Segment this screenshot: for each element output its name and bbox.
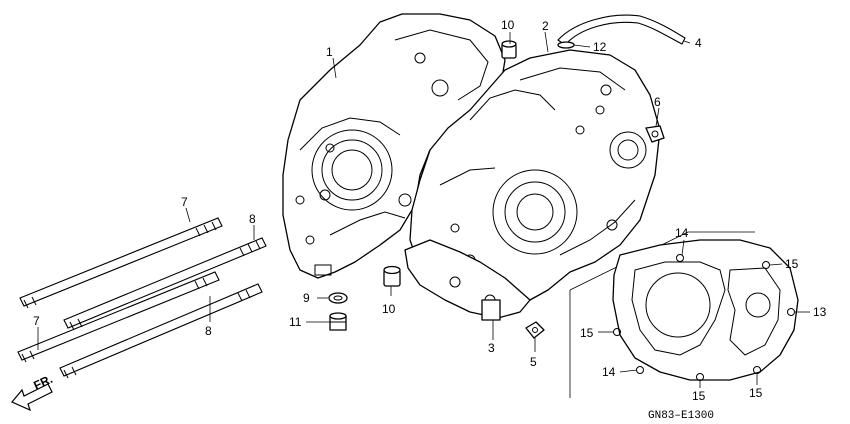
callout-14-upper: 14 (675, 226, 689, 240)
callout-2: 2 (542, 19, 549, 33)
diagram-code: GN83–E1300 (648, 410, 714, 422)
callout-11: 11 (289, 315, 302, 329)
sealing-washer (328, 292, 348, 304)
lower-plate (404, 239, 531, 321)
callout-7-upper: 7 (181, 195, 188, 209)
callout-9: 9 (303, 291, 310, 305)
inset-divider (569, 231, 755, 398)
drain-bolt (329, 312, 347, 331)
callout-15-left: 15 (580, 326, 594, 340)
right-crankcase (409, 49, 661, 301)
oil-seal-fitting (645, 125, 665, 143)
callout-3: 3 (488, 341, 495, 355)
callout-1: 1 (326, 45, 333, 59)
callout-15-right: 15 (785, 257, 799, 271)
callout-15-bottom-middle: 15 (692, 389, 706, 403)
front-direction-indicator: FR. (11, 372, 55, 412)
callout-4: 4 (695, 36, 702, 50)
callout-14-lower: 14 (602, 365, 616, 379)
callout-15-bottom-right: 15 (749, 386, 763, 400)
callout-8-lower: 8 (205, 324, 212, 338)
crankcase-gasket (612, 239, 799, 381)
dowel-pin-top (501, 40, 517, 59)
callout-13: 13 (813, 305, 827, 319)
callout-7-lower: 7 (33, 314, 40, 328)
left-crankcase (282, 13, 506, 279)
callout-labels: 1 2 3 4 5 6 7 7 8 8 9 10 10 11 12 13 14 … (33, 18, 827, 403)
callout-12: 12 (593, 40, 607, 54)
leader-lines (37, 31, 810, 388)
dowel-pin-bottom (383, 265, 401, 287)
callout-10-top: 10 (501, 18, 515, 32)
callout-6: 6 (654, 95, 661, 109)
front-arrow-icon (11, 383, 53, 412)
callout-10-bottom: 10 (382, 302, 396, 316)
tube-clip (557, 41, 575, 49)
retaining-clip (525, 321, 545, 339)
breather-tube (557, 14, 686, 46)
callout-5: 5 (530, 355, 537, 369)
stud-bolts (17, 217, 267, 379)
callout-8-upper: 8 (249, 212, 256, 226)
